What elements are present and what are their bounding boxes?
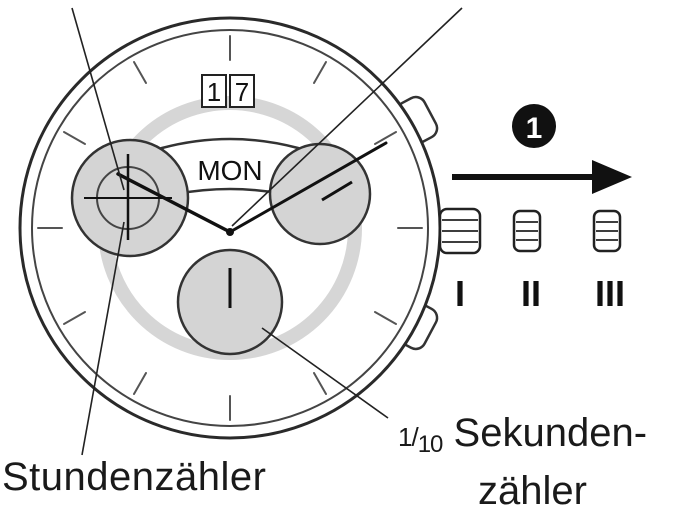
- step-badge-number: 1: [526, 112, 543, 145]
- hour-counter-caption: Stundenzähler: [2, 455, 267, 499]
- date-box-2: [229, 74, 255, 108]
- fraction: 1/10: [398, 422, 443, 458]
- minute-counter-hand: [321, 180, 353, 202]
- position-label-iii: III: [595, 273, 625, 314]
- leader-lines: [71, 7, 463, 456]
- main-hands: [116, 141, 388, 236]
- crown-position-i: [438, 207, 482, 255]
- step-badge: [512, 104, 556, 148]
- day-label: MON: [197, 155, 262, 186]
- fraction-denominator: 10: [417, 431, 444, 458]
- fraction-numerator: 1: [398, 422, 413, 452]
- position-label-ii: II: [521, 273, 541, 314]
- date-box-1: [201, 74, 227, 108]
- caption-line-2: zähler: [478, 469, 587, 513]
- hour-markers: [37, 35, 423, 421]
- date-digit-2: 7: [235, 77, 249, 107]
- date-digit-1: 1: [207, 77, 221, 107]
- crown-position-ii: [512, 209, 542, 253]
- crown-position-iii: [592, 209, 622, 253]
- tenth-second-counter-caption: 1/10 Sekunden- zähler: [398, 410, 647, 514]
- pull-arrow-head: [592, 160, 632, 194]
- position-label-i: I: [455, 273, 465, 314]
- minute-counter-subdial: [268, 142, 372, 246]
- caption-line-1: Sekunden-: [453, 411, 648, 455]
